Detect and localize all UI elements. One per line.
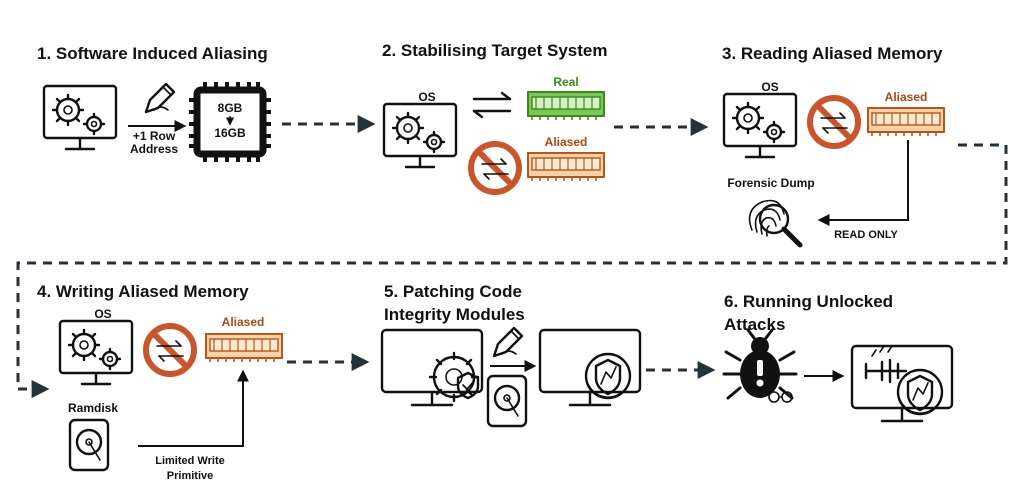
chip-size-top: 8GB — [218, 101, 243, 115]
ram-module-icon-aliased — [527, 152, 605, 181]
write-arrow — [138, 369, 249, 447]
flow-connectors — [16, 115, 1008, 398]
step-2-title: 2. Stabilising Target System — [382, 41, 607, 60]
step-3-title: 3. Reading Aliased Memory — [722, 44, 943, 63]
step-5: 5. Patching Code Integrity Modules — [380, 282, 642, 428]
ram-module-icon-real — [527, 91, 605, 120]
computer-gear-icon — [382, 102, 458, 169]
swap-arrows-icon — [472, 91, 512, 119]
monitor-icon — [380, 328, 484, 407]
limited-write-label: Limited Write — [155, 455, 224, 467]
ramdisk-label: Ramdisk — [68, 401, 118, 415]
gear-shield-icon — [428, 351, 480, 403]
aliased-memory-label: Aliased — [222, 315, 265, 329]
bug-icon — [722, 328, 798, 403]
real-memory-label: Real — [553, 75, 578, 89]
row-label: +1 Row — [133, 129, 176, 143]
step-4: 4. Writing Aliased Memory OS Aliased Lim… — [37, 282, 283, 482]
step-2: 2. Stabilising Target System OS Real Ali… — [382, 41, 607, 192]
computer-gear-icon — [58, 319, 134, 386]
chess-piece-icon — [864, 345, 908, 384]
ram-module-icon-aliased — [867, 107, 945, 136]
step-6-title-line2: Attacks — [724, 315, 785, 334]
prohibited-icon — [810, 98, 858, 146]
step-1-title: 1. Software Induced Aliasing — [37, 44, 268, 63]
ram-module-icon-aliased — [205, 333, 283, 362]
monitor-icon — [538, 328, 642, 407]
os-label: OS — [761, 80, 778, 94]
hard-disk-icon — [68, 418, 110, 472]
address-label: Address — [130, 142, 178, 156]
fingerprint-search-icon — [748, 199, 803, 248]
step-3: 3. Reading Aliased Memory OS Aliased REA… — [722, 44, 945, 248]
aliased-memory-label: Aliased — [545, 135, 588, 149]
step-6: 6. Running Unlocked Attacks — [722, 292, 954, 423]
connector-3-4 — [16, 143, 1008, 398]
primitive-label: Primitive — [167, 470, 213, 482]
monitor-icon — [850, 344, 954, 423]
read-only-label: READ ONLY — [834, 229, 898, 241]
step-1: 1. Software Induced Aliasing +1 Row Addr… — [37, 44, 271, 162]
os-label: OS — [418, 90, 435, 104]
computer-gear-icon — [42, 84, 118, 151]
step-4-title: 4. Writing Aliased Memory — [37, 282, 249, 301]
prohibited-icon — [471, 144, 519, 192]
pen-icon — [144, 82, 176, 114]
memory-chip-icon: 8GB 16GB — [189, 82, 271, 162]
aliased-memory-label: Aliased — [885, 90, 928, 104]
read-arrow — [817, 140, 909, 226]
prohibited-icon — [146, 326, 194, 374]
chip-size-bottom: 16GB — [214, 126, 246, 140]
hard-disk-icon — [486, 374, 528, 428]
computer-gear-icon — [722, 92, 798, 159]
step-5-title-line1: 5. Patching Code — [384, 282, 522, 301]
pen-icon — [492, 326, 524, 358]
forensic-dump-label: Forensic Dump — [727, 176, 814, 190]
step-5-title-line2: Integrity Modules — [384, 305, 525, 324]
os-label: OS — [94, 307, 111, 321]
step-6-title-line1: 6. Running Unlocked — [724, 292, 893, 311]
